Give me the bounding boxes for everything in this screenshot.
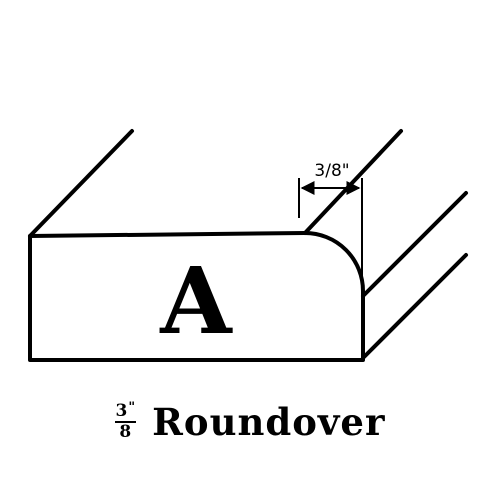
- fraction-top: 3 ": [114, 400, 137, 423]
- fraction-inch-mark: ": [128, 400, 136, 415]
- profile-letter: A: [159, 247, 233, 355]
- fraction-numerator: 3: [115, 401, 128, 421]
- caption-fraction: 3 " 8: [114, 400, 137, 442]
- fraction-denominator: 8: [119, 422, 132, 442]
- front-face-outline: [28, 231, 365, 362]
- top-left-receding-edge: [28, 129, 134, 238]
- caption-title: Roundover: [152, 400, 386, 444]
- top-right-receding-edge: [303, 129, 403, 235]
- bottom-receding-edge: [361, 253, 468, 360]
- dimension-label: 3/8": [314, 161, 349, 181]
- profile-caption: 3 " 8 Roundover: [0, 392, 500, 452]
- fraction-numerator-group: 3 ": [115, 400, 136, 421]
- side-receding-edge: [361, 191, 468, 298]
